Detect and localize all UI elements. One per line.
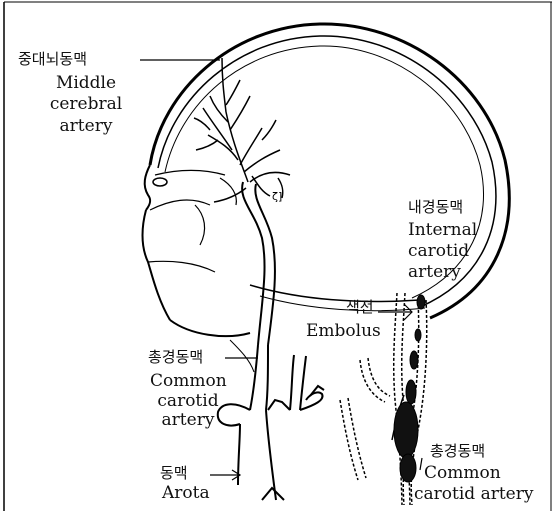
neck-and-aorta	[218, 340, 324, 500]
cca-left-label-korean: 총경동맥	[148, 350, 203, 365]
cca-left-label-line3: artery	[150, 412, 226, 429]
ica-label-line3: artery	[408, 264, 461, 281]
ica-label-line2: carotid	[408, 243, 469, 260]
internal-carotid-vessel	[242, 182, 275, 345]
cca-right-label-line2: carotid artery	[414, 486, 533, 503]
embolus-label: Embolus	[306, 323, 381, 340]
mca-label-korean: 중대뇌동맥	[18, 52, 87, 67]
mca-label-line1: Middle	[50, 75, 122, 92]
aorta-label-korean: 동맥	[160, 466, 188, 481]
cca-right-label-korean: 총경동맥	[430, 444, 485, 459]
cca-left-label-line2: carotid	[150, 393, 226, 410]
ica-label-korean: 내경동맥	[408, 200, 463, 215]
cca-right-label-line1: Common	[424, 465, 501, 482]
embolus-label-korean: 색전	[346, 300, 374, 315]
cca-right-leader	[420, 458, 422, 470]
cca-left-label-line1: Common	[150, 373, 226, 390]
ica-label-line1: Internal	[408, 222, 477, 239]
embolus-masses	[394, 295, 425, 482]
mca-label-line3: artery	[50, 118, 122, 135]
aorta-label: Arota	[162, 485, 210, 502]
face-profile	[143, 165, 251, 336]
mca-label-line2: cerebral	[48, 96, 124, 113]
branch-marks: ζ]	[272, 190, 282, 203]
